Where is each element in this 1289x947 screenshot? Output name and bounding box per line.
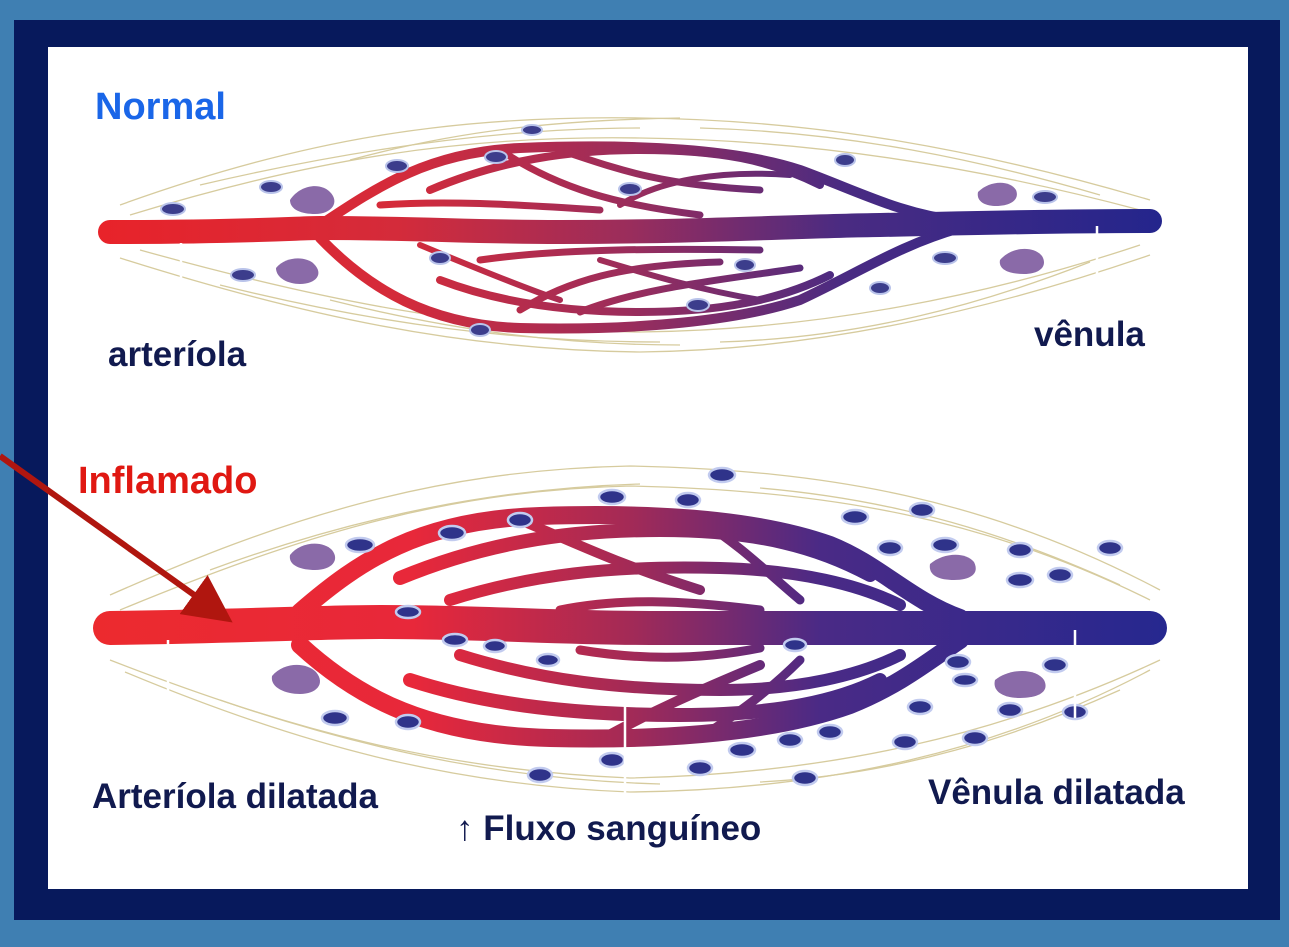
capillary-network-inflamed xyxy=(110,515,1150,740)
label-arteriola-dilatada: Arteríola dilatada xyxy=(92,779,378,814)
label-inflamado: Inflamado xyxy=(78,462,257,500)
label-venula-dilatada: Vênula dilatada xyxy=(928,775,1185,810)
capillary-network-normal xyxy=(110,146,1150,328)
label-fluxo-sanguineo: ↑ Fluxo sanguíneo xyxy=(456,811,761,846)
label-normal: Normal xyxy=(95,88,226,126)
label-arteriola: arteríola xyxy=(108,337,246,372)
label-venula: vênula xyxy=(1034,317,1145,352)
